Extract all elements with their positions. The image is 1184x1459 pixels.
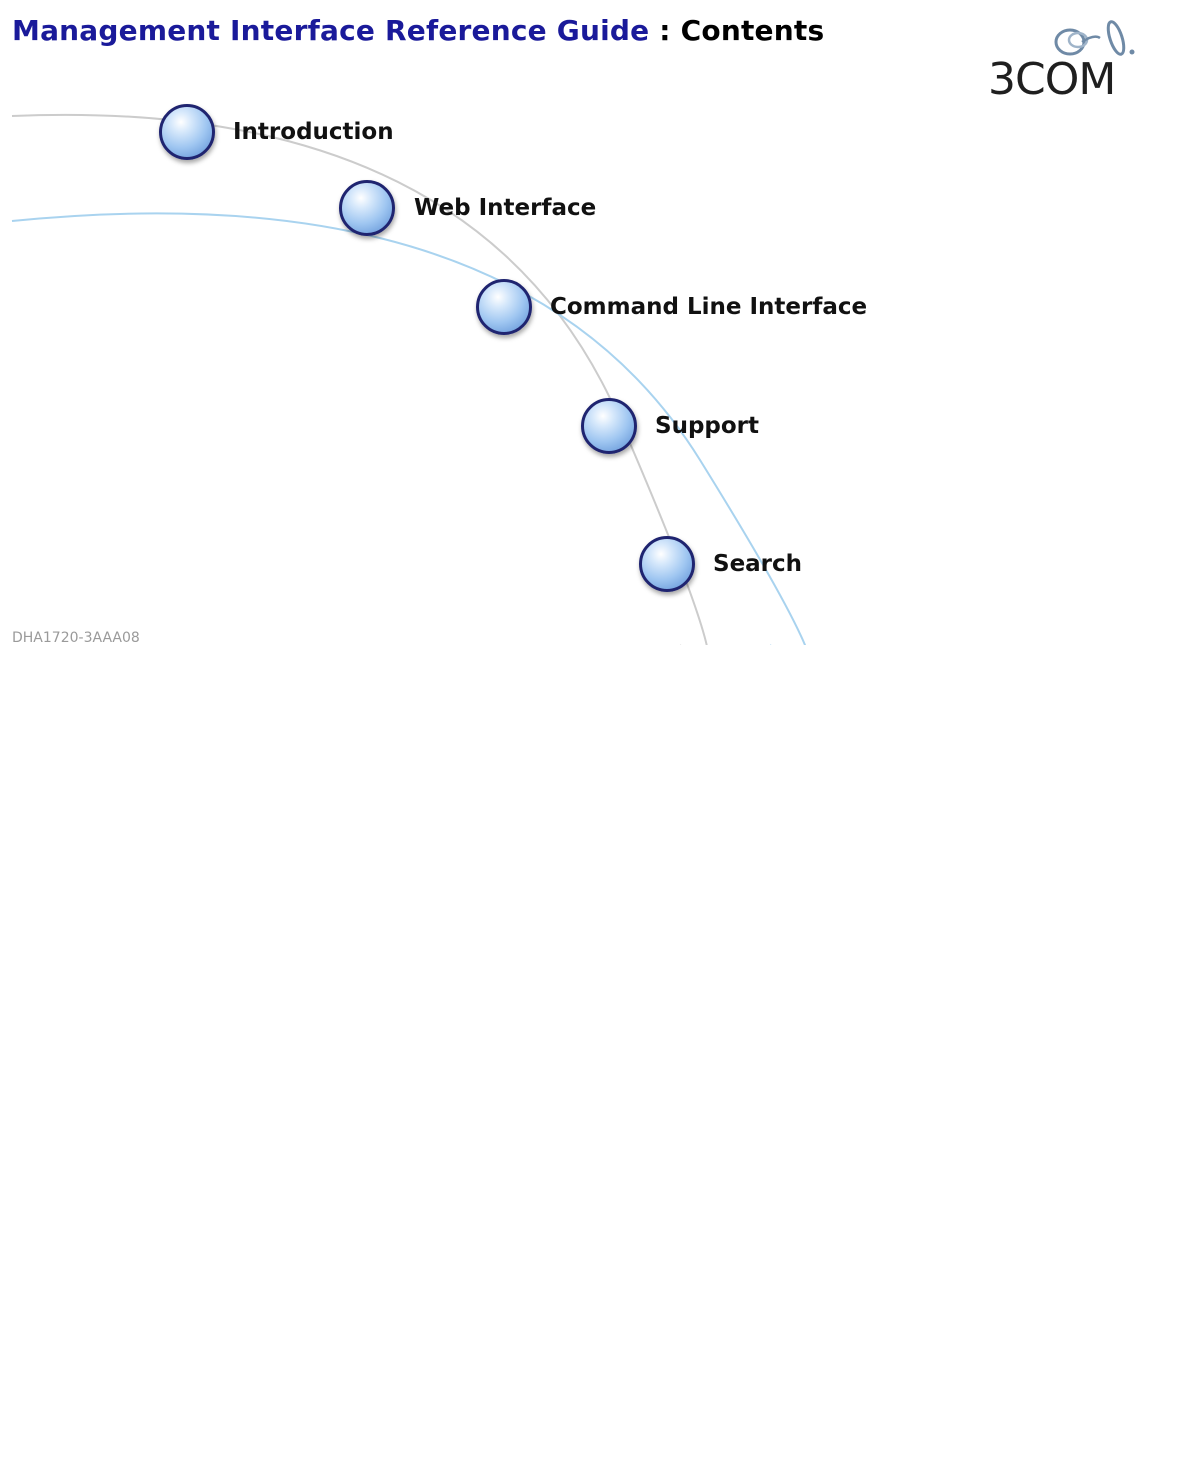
3com-wordmark: 3COM [988,54,1116,105]
nav-item-label: Command Line Interface [550,294,868,320]
nav-item-search[interactable]: Search [639,536,839,596]
guide-title: Management Interface Reference Guide [12,14,650,47]
title-separator: : [649,14,681,47]
nav-item-support[interactable]: Support [581,398,781,458]
nav-item-web-interface[interactable]: Web Interface [339,180,629,240]
nav-item-label: Introduction [233,119,394,145]
document-id: DHA1720-3AAA08 [12,630,140,646]
gray-arc [11,113,708,645]
nav-item-label: Support [655,413,760,439]
page-title: Management Interface Reference Guide : C… [12,14,824,47]
3com-logo: 3COM [988,14,1138,106]
orb-bullet-icon [639,536,695,592]
orb-bullet-icon [339,180,395,236]
nav-item-introduction[interactable]: Introduction [159,104,419,164]
orb-bullet-icon [159,104,215,160]
orb-bullet-icon [581,398,637,454]
decorative-arcs [11,113,807,645]
blue-arc [11,212,807,645]
nav-item-label: Web Interface [414,195,597,221]
nav-item-command-line-interface[interactable]: Command Line Interface [476,279,876,339]
section-title: Contents [680,14,825,47]
orb-bullet-icon [476,279,532,335]
3com-rings-logo-icon [1054,20,1135,56]
nav-item-label: Search [713,551,803,577]
